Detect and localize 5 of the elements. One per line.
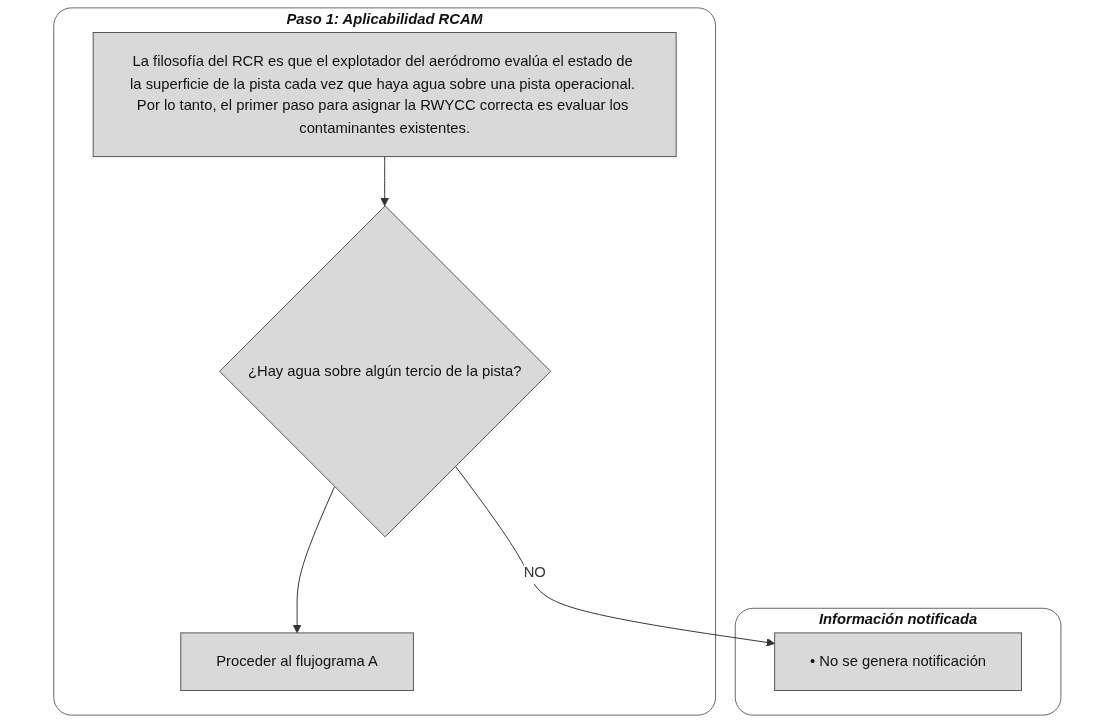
node-box: La filosofía del RCR es que el explotador del aeródromo evalúa el estado de la superficie de la pista cada vez que haya agua sobre una pista operacional. Por lo tanto, el primer paso para asignar la RWYCC correcta es evaluar los contaminantes existentes. [92,32,677,158]
node-box: Proceder al flujograma A [180,632,415,691]
edge-label: NO [523,563,546,581]
node-diamond: ¿Hay agua sobre algún tercio de la pista? [219,205,552,538]
node-box: • No se genera notificación [774,632,1023,691]
